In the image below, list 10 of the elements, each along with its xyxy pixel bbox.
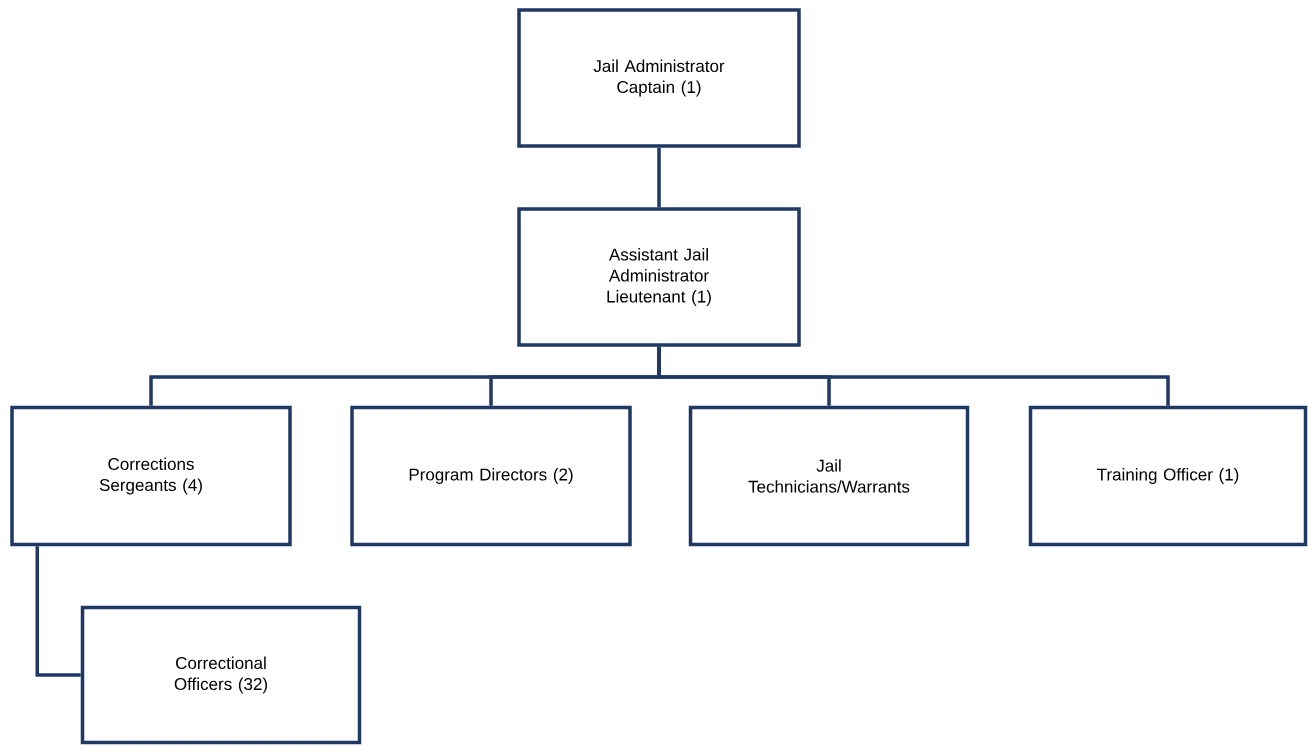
org-box: Jail Technicians/Warrants xyxy=(688,405,970,547)
org-box: Program Directors (2) xyxy=(350,405,632,547)
org-box: Training Officer (1) xyxy=(1028,405,1308,547)
org-box: Correctional Officers (32) xyxy=(80,605,362,745)
connector-line xyxy=(657,346,1170,406)
connector-line xyxy=(35,546,81,677)
org-box: Corrections Sergeants (4) xyxy=(10,405,292,547)
org-box: Jail Administrator Captain (1) xyxy=(517,8,801,148)
connector-line xyxy=(657,147,661,208)
org-box: Assistant Jail Administrator Lieutenant (1) xyxy=(517,207,801,347)
